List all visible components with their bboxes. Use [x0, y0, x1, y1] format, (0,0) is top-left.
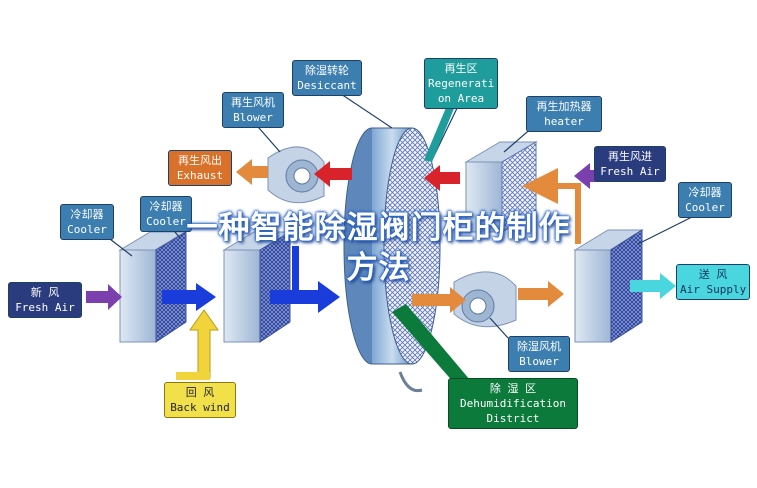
dehum-blower-unit [453, 271, 517, 328]
page-title: 一种智能除湿阀门柜的制作 方法 [0, 208, 757, 288]
title-line-2: 方法 [346, 250, 411, 286]
cooler-right-unit [573, 229, 644, 343]
process-air-arrow-2 [270, 281, 340, 313]
title-line-1: 一种智能除湿阀门柜的制作 [186, 210, 571, 246]
flow-arrows [86, 159, 676, 380]
fresh-air-arrow [86, 284, 122, 310]
supply-arrow [630, 273, 676, 299]
regen-heater-unit [464, 141, 538, 233]
regen-air-arrow [424, 165, 460, 191]
process-air-arrow-1 [162, 283, 216, 311]
cooler-mid-unit [222, 231, 292, 343]
dehum-zone-pointer [392, 304, 470, 392]
exhaust-arrow [236, 159, 268, 185]
regen-blower-unit [267, 146, 325, 204]
desiccant-wheel [343, 127, 441, 393]
back-wind-arrow [189, 309, 219, 379]
